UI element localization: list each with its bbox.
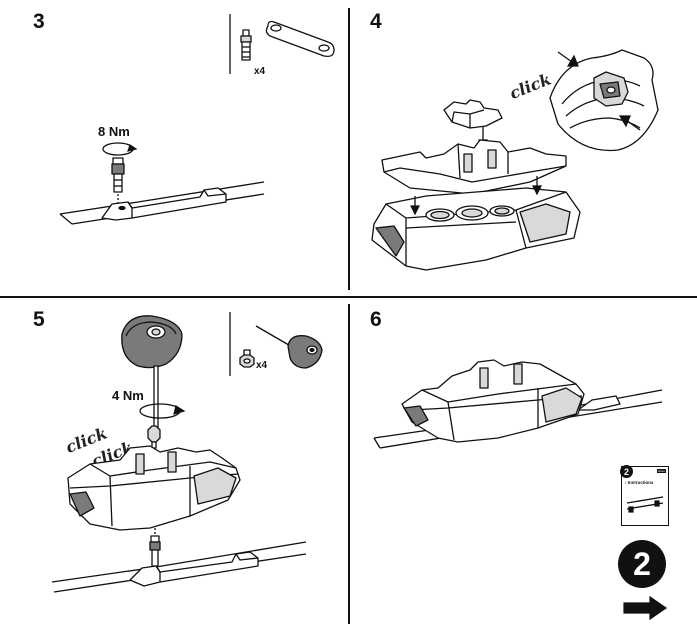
plate-part-icon (265, 20, 335, 58)
bolt-quantity: x4 (254, 66, 266, 77)
right-arrow-icon[interactable] (622, 595, 668, 621)
parts-box-border (229, 312, 231, 376)
booklet-badge (620, 465, 633, 478)
down-arrow-icon (410, 196, 420, 216)
next-step-number: 2 (633, 546, 651, 582)
booklet-tag: Volvo (656, 469, 666, 473)
allen-key-icon (255, 325, 323, 369)
step-number: 6 (370, 308, 382, 331)
vertical-divider-top (348, 8, 350, 290)
nut-part-icon (239, 349, 255, 368)
foot-frame-insert (381, 139, 567, 195)
step-number: 3 (33, 10, 45, 33)
torque-label: 8 Nm (98, 124, 130, 139)
foot-base (371, 187, 581, 271)
down-arrow-icon (532, 176, 542, 196)
bolt-install-icon (149, 528, 161, 567)
step-number: 5 (33, 308, 45, 331)
next-step-circle (618, 540, 666, 588)
roof-rail (59, 181, 265, 225)
clamp-piece (443, 99, 503, 129)
assembled-foot (67, 445, 241, 531)
nut-quantity: x4 (256, 360, 268, 371)
rotate-arrow-icon (139, 403, 186, 419)
vertical-divider-bottom (348, 304, 350, 624)
step-number: 4 (370, 10, 382, 33)
roof-rail (51, 541, 307, 593)
bolt-part-icon (240, 29, 252, 61)
detail-zoom-view (549, 49, 659, 152)
booklet-title: › Instructions (625, 480, 654, 485)
bolt-install-icon (111, 157, 125, 204)
booklet-number: 2 (623, 467, 629, 477)
installed-foot (401, 359, 585, 443)
push-arrow-icon (618, 115, 641, 131)
click-label: click (506, 69, 554, 103)
roof-bar-icon (626, 496, 664, 513)
rotate-arrow-icon (102, 142, 138, 156)
horizontal-divider (0, 296, 697, 298)
next-booklet: 2 Volvo › Instructions (620, 465, 669, 526)
parts-box-border (229, 14, 231, 74)
torque-label: 4 Nm (112, 388, 144, 403)
push-arrow-icon (557, 51, 579, 67)
